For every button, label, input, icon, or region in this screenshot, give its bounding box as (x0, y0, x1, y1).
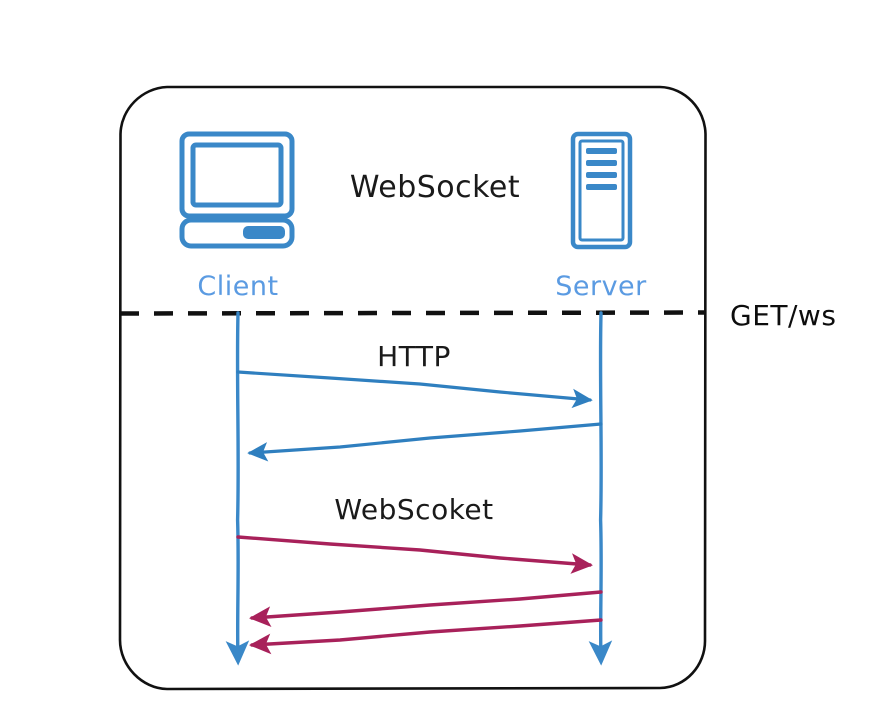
message-http-response (247, 422, 603, 462)
diagram-title: WebSocket (350, 170, 520, 205)
server-rack-icon (570, 131, 633, 250)
message-ws-send (236, 535, 593, 574)
desktop-computer-icon (179, 131, 295, 249)
phase-label-websocket: WebScoket (334, 493, 493, 526)
message-ws-push-1 (249, 590, 603, 628)
actor-label-server: Server (555, 271, 647, 302)
phase-label-http: HTTP (377, 340, 451, 373)
handshake-divider (119, 310, 707, 316)
message-ws-push-2 (249, 618, 603, 655)
get-ws-annotation: GET/ws (730, 299, 836, 332)
message-http-request (236, 370, 593, 409)
lifeline-server (588, 311, 613, 666)
lifeline-client (225, 311, 250, 666)
actor-label-client: Client (197, 271, 278, 302)
